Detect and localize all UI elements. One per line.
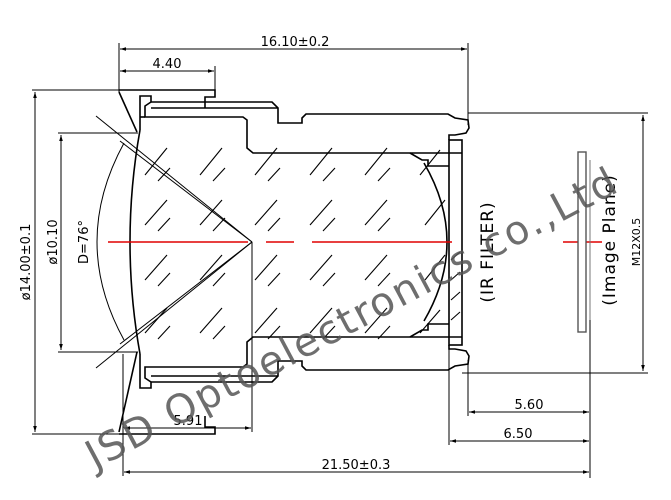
dim-4-40: 4.40 [120, 57, 216, 92]
dim-16-10-text: 16.10±0.2 [261, 35, 330, 50]
fov-text: D=76° [77, 220, 92, 264]
dim-thread: M12X0.5 [462, 112, 648, 374]
dim-5-60-text: 5.60 [515, 398, 544, 413]
dim-10-10-text: ø10.10 [46, 219, 61, 264]
image-plane [577, 151, 591, 333]
dim-6-50: 6.50 [448, 345, 589, 445]
dim-21-50-text: 21.50±0.3 [322, 458, 391, 473]
dim-21-50: 21.50±0.3 [122, 354, 589, 476]
watermark: JSD Optoelectronics co.,Ltd [75, 158, 626, 480]
lens-barrel-lower [118, 323, 470, 435]
dim-4-40-text: 4.40 [153, 57, 182, 72]
dim-5-60: 5.60 [467, 320, 591, 478]
dim-14-00-text: ø14.00±0.1 [19, 224, 34, 301]
dim-6-50-text: 6.50 [504, 427, 533, 442]
image-plane-label: (Image Plane) [600, 174, 620, 306]
ir-filter-label: (IR FILTER) [478, 201, 498, 302]
dim-16-10: 16.10±0.2 [118, 35, 469, 125]
dim-10-10: ø10.10 [46, 132, 138, 353]
glass-hatch [144, 147, 461, 340]
thread-text: M12X0.5 [630, 218, 643, 267]
lens-barrel [95, 89, 470, 369]
fov-arc: D=76° [77, 142, 125, 341]
dim-5-91: 5.91 [124, 358, 253, 432]
dim-5-91-text: 5.91 [174, 414, 203, 429]
